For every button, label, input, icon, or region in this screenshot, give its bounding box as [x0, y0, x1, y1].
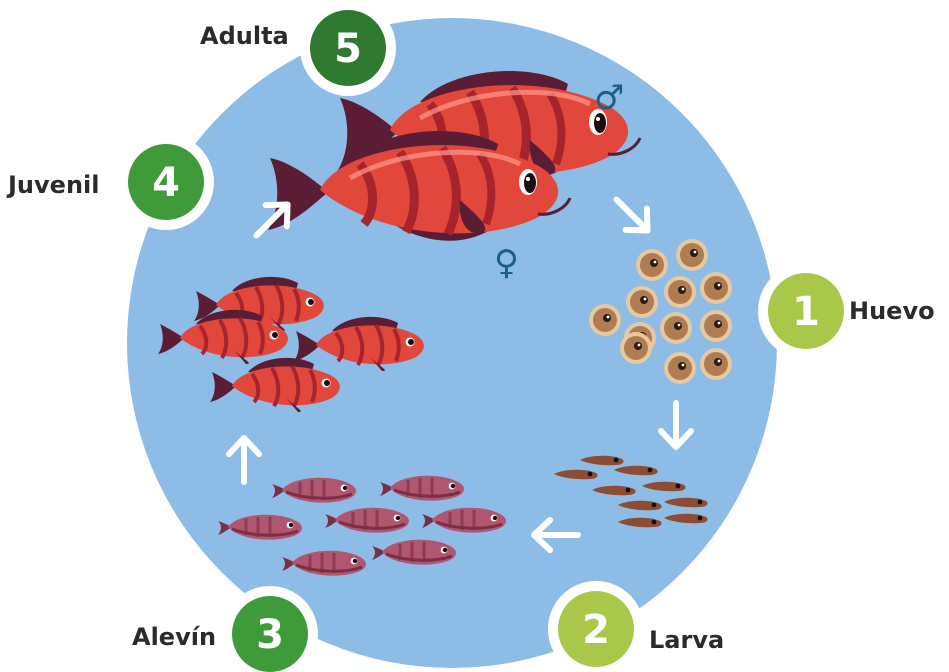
- egg-icon: [626, 286, 658, 318]
- stage-label-larva: Larva: [649, 626, 724, 654]
- stage-label-huevo: Huevo: [849, 297, 935, 325]
- egg-icon: [676, 239, 708, 271]
- egg-icon: [620, 332, 652, 364]
- stage-label-adulta: Adulta: [200, 22, 289, 50]
- stage-1-badge: 1: [758, 263, 854, 359]
- stage-label-alevin: Alevín: [132, 623, 216, 651]
- egg-icon: [700, 310, 732, 342]
- female-symbol-icon: ♀: [494, 243, 519, 283]
- egg-icon: [636, 249, 668, 281]
- stage-4-badge: 4: [118, 134, 214, 230]
- stage-number: 5: [334, 26, 362, 72]
- egg-icon: [589, 304, 621, 336]
- stage-number: 4: [152, 160, 180, 206]
- male-symbol-icon: ♂: [594, 78, 624, 118]
- stage-number: 2: [582, 607, 610, 653]
- egg-icon: [700, 348, 732, 380]
- stage-number: 1: [792, 289, 820, 335]
- egg-icon: [664, 276, 696, 308]
- stage-5-badge: 5: [300, 0, 396, 96]
- egg-icon: [664, 352, 696, 384]
- egg-icon: [700, 272, 732, 304]
- egg-icon: [660, 312, 692, 344]
- stage-number: 3: [256, 612, 284, 658]
- stage-label-juvenil: Juvenil: [6, 171, 99, 199]
